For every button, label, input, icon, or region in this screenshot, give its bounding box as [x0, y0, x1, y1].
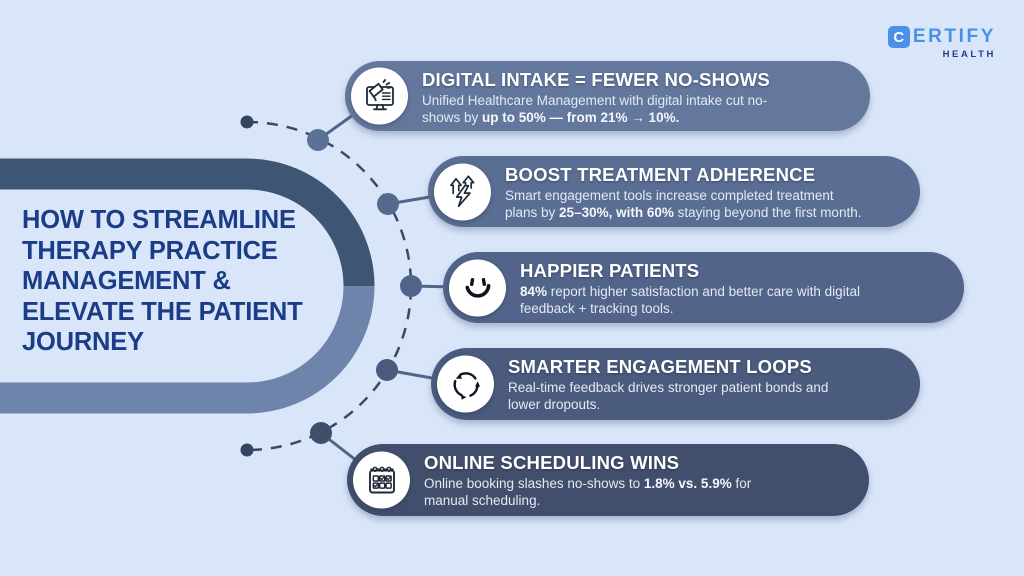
node-dot — [376, 359, 398, 381]
card-body: Online booking slashes no-shows to 1.8% … — [424, 476, 752, 508]
card-body: Smart engagement tools increase complete… — [505, 188, 862, 220]
card-title: DIGITAL INTAKE = FEWER NO-SHOWS — [422, 69, 770, 90]
arc-endpoint-dot — [240, 115, 254, 129]
card-title: SMARTER ENGAGEMENT LOOPS — [508, 356, 812, 377]
card-icon-circle — [449, 259, 506, 316]
cycle-arrows-icon — [452, 371, 480, 400]
hub-arc-bottom — [0, 286, 375, 414]
calendar-check-icon — [368, 466, 395, 493]
card-title: HAPPIER PATIENTS — [520, 260, 700, 281]
card-body: 84% report higher satisfaction and bette… — [520, 284, 860, 316]
card-body: Real-time feedback drives stronger patie… — [508, 380, 829, 412]
card-engagement-loops: SMARTER ENGAGEMENT LOOPS Real-time feedb… — [431, 348, 920, 420]
node-dot — [310, 422, 332, 444]
node-dot — [400, 275, 422, 297]
card-icon-circle — [351, 67, 408, 125]
card-online-scheduling: ONLINE SCHEDULING WINS Online booking sl… — [347, 444, 869, 516]
card-body: Unified Healthcare Management with digit… — [422, 93, 768, 125]
card-title: BOOST TREATMENT ADHERENCE — [505, 164, 816, 185]
logo-wordmark: ERTIFY — [912, 26, 996, 47]
logo-c-badge-icon: C — [887, 26, 910, 48]
card-icon-circle — [437, 355, 494, 413]
card-happier-patients: HAPPIER PATIENTS 84% report higher satis… — [443, 252, 964, 323]
smiley-face-icon — [465, 278, 490, 298]
hub-arc-top — [0, 158, 375, 286]
certify-health-logo: C ERTIFY HEALTH — [887, 26, 996, 60]
node-dot — [307, 129, 329, 151]
card-icon-circle — [434, 163, 491, 220]
card-treatment-adherence: BOOST TREATMENT ADHERENCE Smart engageme… — [428, 156, 920, 227]
logo-subtitle: HEALTH — [942, 49, 996, 60]
card-digital-intake: DIGITAL INTAKE = FEWER NO-SHOWS Unified … — [345, 61, 870, 131]
card-title: ONLINE SCHEDULING WINS — [424, 452, 680, 473]
growth-arrows-bolt-icon — [449, 175, 474, 208]
node-dot — [377, 193, 399, 215]
monitor-megaphone-icon — [365, 78, 394, 110]
card-icon-circle — [353, 451, 410, 509]
arc-endpoint-dot — [240, 443, 254, 457]
